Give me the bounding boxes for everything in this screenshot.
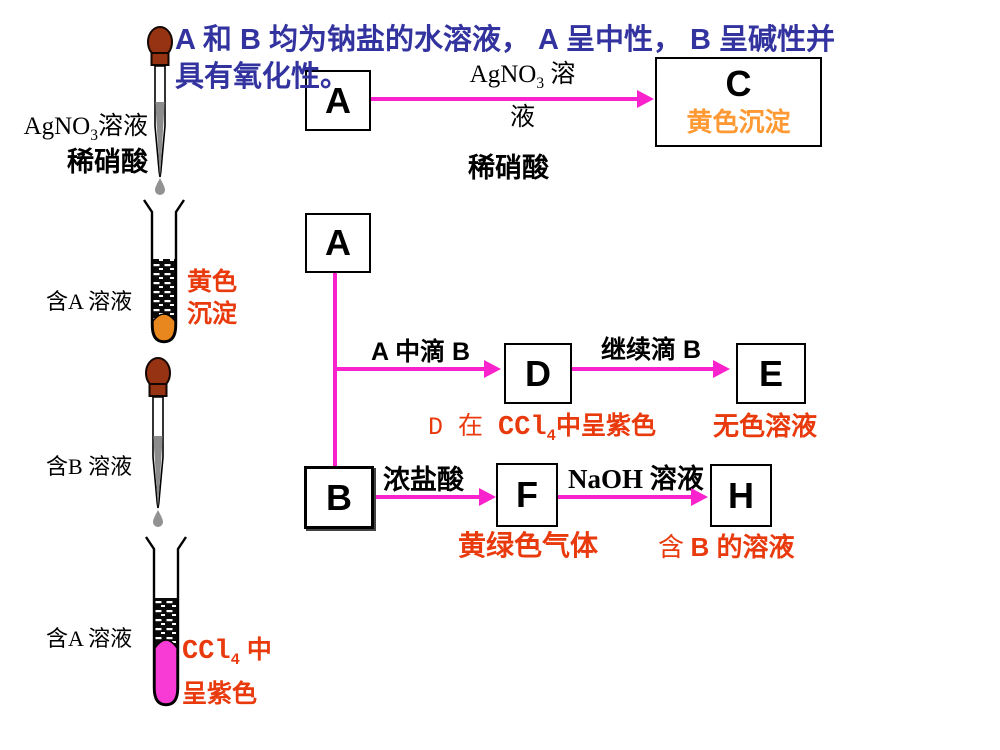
f-note: 黄绿色气体 <box>458 530 599 561</box>
dilute-nitric-acid-label: 稀硝酸 <box>67 147 148 177</box>
node-box-e: E <box>736 343 806 404</box>
node-letter: H <box>728 474 754 516</box>
tube2-contains-a-label: 含A 溶液 <box>46 626 133 651</box>
arrowhead-icon <box>691 488 708 506</box>
node-letter: A <box>325 79 351 121</box>
arrowhead-icon <box>637 90 654 108</box>
node-box-a-top: A <box>305 70 371 131</box>
arrow-a-c-label: AgNO3 溶 液 <box>469 61 576 131</box>
dropper-icon <box>145 357 171 527</box>
node-c-note: 黄色沉淀 <box>686 106 791 137</box>
arrowhead-icon <box>479 488 496 506</box>
ccl4-purple-note: CCl4 中 呈紫色 <box>182 636 272 708</box>
tube1-contains-a-label: 含A 溶液 <box>46 289 133 314</box>
dropper2-contains-b-label: 含B 溶液 <box>46 454 133 479</box>
arrow-d-e-label: 继续滴 B <box>601 336 702 364</box>
arrow-b-to-f <box>370 495 480 499</box>
agno3-solution-label: AgNO3溶液 <box>23 113 148 144</box>
node-letter: C <box>725 62 752 104</box>
e-note: 无色溶液 <box>713 411 818 441</box>
node-box-c: C 黄色沉淀 <box>655 57 822 147</box>
node-box-d: D <box>504 343 572 404</box>
dropper-icon <box>147 26 173 195</box>
node-box-f: F <box>496 463 558 527</box>
d-note: D 在 CCl4中呈紫色 <box>428 412 656 445</box>
node-letter: B <box>326 476 352 518</box>
arrow-d-to-e <box>568 367 714 371</box>
node-letter: F <box>516 474 538 515</box>
slide-title: A 和 B 均为钠盐的水溶液， A 呈中性， B 呈碱性并 具有氧化性。 <box>175 22 995 96</box>
node-box-h: H <box>710 464 772 527</box>
arrow-f-h-label: NaOH 溶液 <box>568 464 704 494</box>
yellow-precipitate-note: 黄色 沉淀 <box>187 268 238 328</box>
arrow-a-to-c <box>368 97 638 101</box>
test-tube-icon <box>145 536 187 707</box>
node-letter: D <box>525 352 551 394</box>
title-line2: 具有氧化性。 <box>175 61 350 93</box>
arrow-a-c-sublabel: 稀硝酸 <box>468 153 549 183</box>
node-box-a-mid: A <box>305 213 371 273</box>
arrow-f-to-h <box>556 495 692 499</box>
title-line1: A 和 B 均为钠盐的水溶液， A 呈中性， B 呈碱性并 <box>175 24 836 56</box>
arrow-a-to-d <box>333 367 485 371</box>
arrow-b-f-label: 浓盐酸 <box>383 465 464 495</box>
node-letter: A <box>325 222 351 263</box>
node-box-b: B <box>304 466 374 529</box>
arrow-a-d-label: A 中滴 B <box>371 338 471 366</box>
h-note: 含 B 的溶液 <box>658 532 795 562</box>
arrowhead-icon <box>713 360 730 378</box>
node-letter: E <box>758 352 783 394</box>
test-tube-icon <box>143 199 185 344</box>
arrowhead-icon <box>484 360 501 378</box>
